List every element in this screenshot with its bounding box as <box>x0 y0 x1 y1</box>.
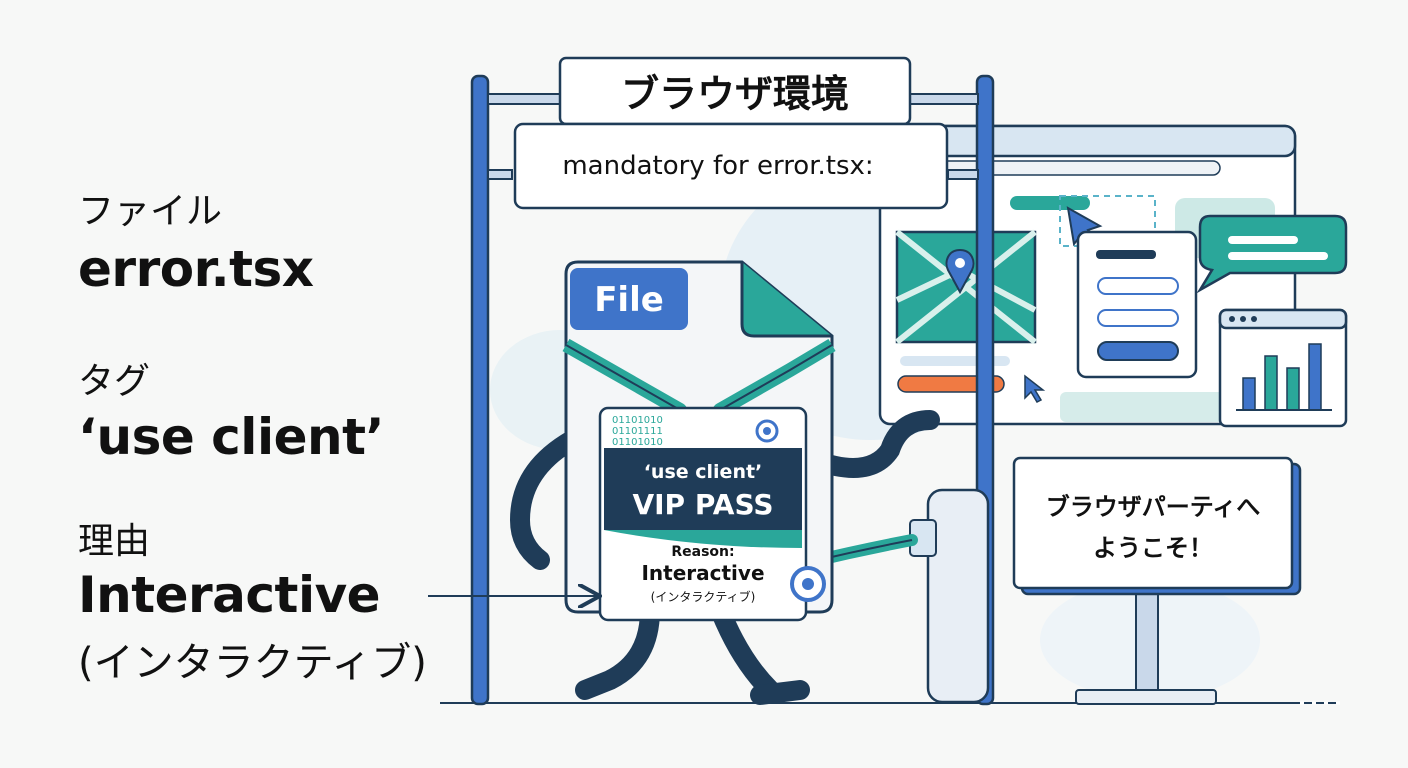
badge-reason-label: Reason: <box>671 544 734 560</box>
left-leg <box>575 600 660 700</box>
welcome-line1: ブラウザパーティへ <box>1046 493 1261 521</box>
badge-binary-3: 01101010 <box>612 437 663 448</box>
subtitle-sign: mandatory for error.tsx: <box>513 122 949 210</box>
file-value: error.tsx <box>78 240 314 298</box>
badge-binary-1: 01101010 <box>612 415 663 426</box>
title-sign: ブラウザ環境 <box>558 56 912 126</box>
badge-binary-2: 01101111 <box>612 426 663 437</box>
reason-label: 理由 <box>78 521 151 562</box>
gate-subtitle: mandatory for error.tsx: <box>562 151 873 181</box>
file-tab-label: File <box>594 280 664 320</box>
vip-badge: 01101010 01101111 01101010 ‘use client’ … <box>598 406 826 622</box>
welcome-sign: ブラウザパーティへ ようこそ！ <box>1012 456 1302 705</box>
badge-reason: Interactive <box>641 561 764 585</box>
browser-logo-icon-2 <box>790 566 826 602</box>
gate-title: ブラウザ環境 <box>621 72 849 116</box>
reason-value-jp: (インタラクティブ) <box>78 640 427 686</box>
right-leg <box>710 600 780 700</box>
mini-chart-window <box>1218 308 1348 428</box>
browser-logo-icon <box>755 419 779 443</box>
reason-value: Interactive <box>78 566 381 624</box>
welcome-line2: ようこそ！ <box>1093 534 1213 562</box>
chat-bubble-icon <box>1196 214 1348 294</box>
turnstile <box>804 488 990 704</box>
map-card <box>895 229 1037 345</box>
badge-reason-jp: (インタラクティブ) <box>651 589 756 604</box>
right-arm <box>805 410 940 478</box>
badge-line1: ‘use client’ <box>644 461 763 483</box>
popup-card <box>1076 230 1198 379</box>
tag-label: タグ <box>78 361 151 402</box>
badge-line2: VIP PASS <box>632 488 773 521</box>
file-label: ファイル <box>78 191 223 232</box>
left-arm <box>509 430 582 570</box>
tag-value: ‘use client’ <box>78 408 385 466</box>
